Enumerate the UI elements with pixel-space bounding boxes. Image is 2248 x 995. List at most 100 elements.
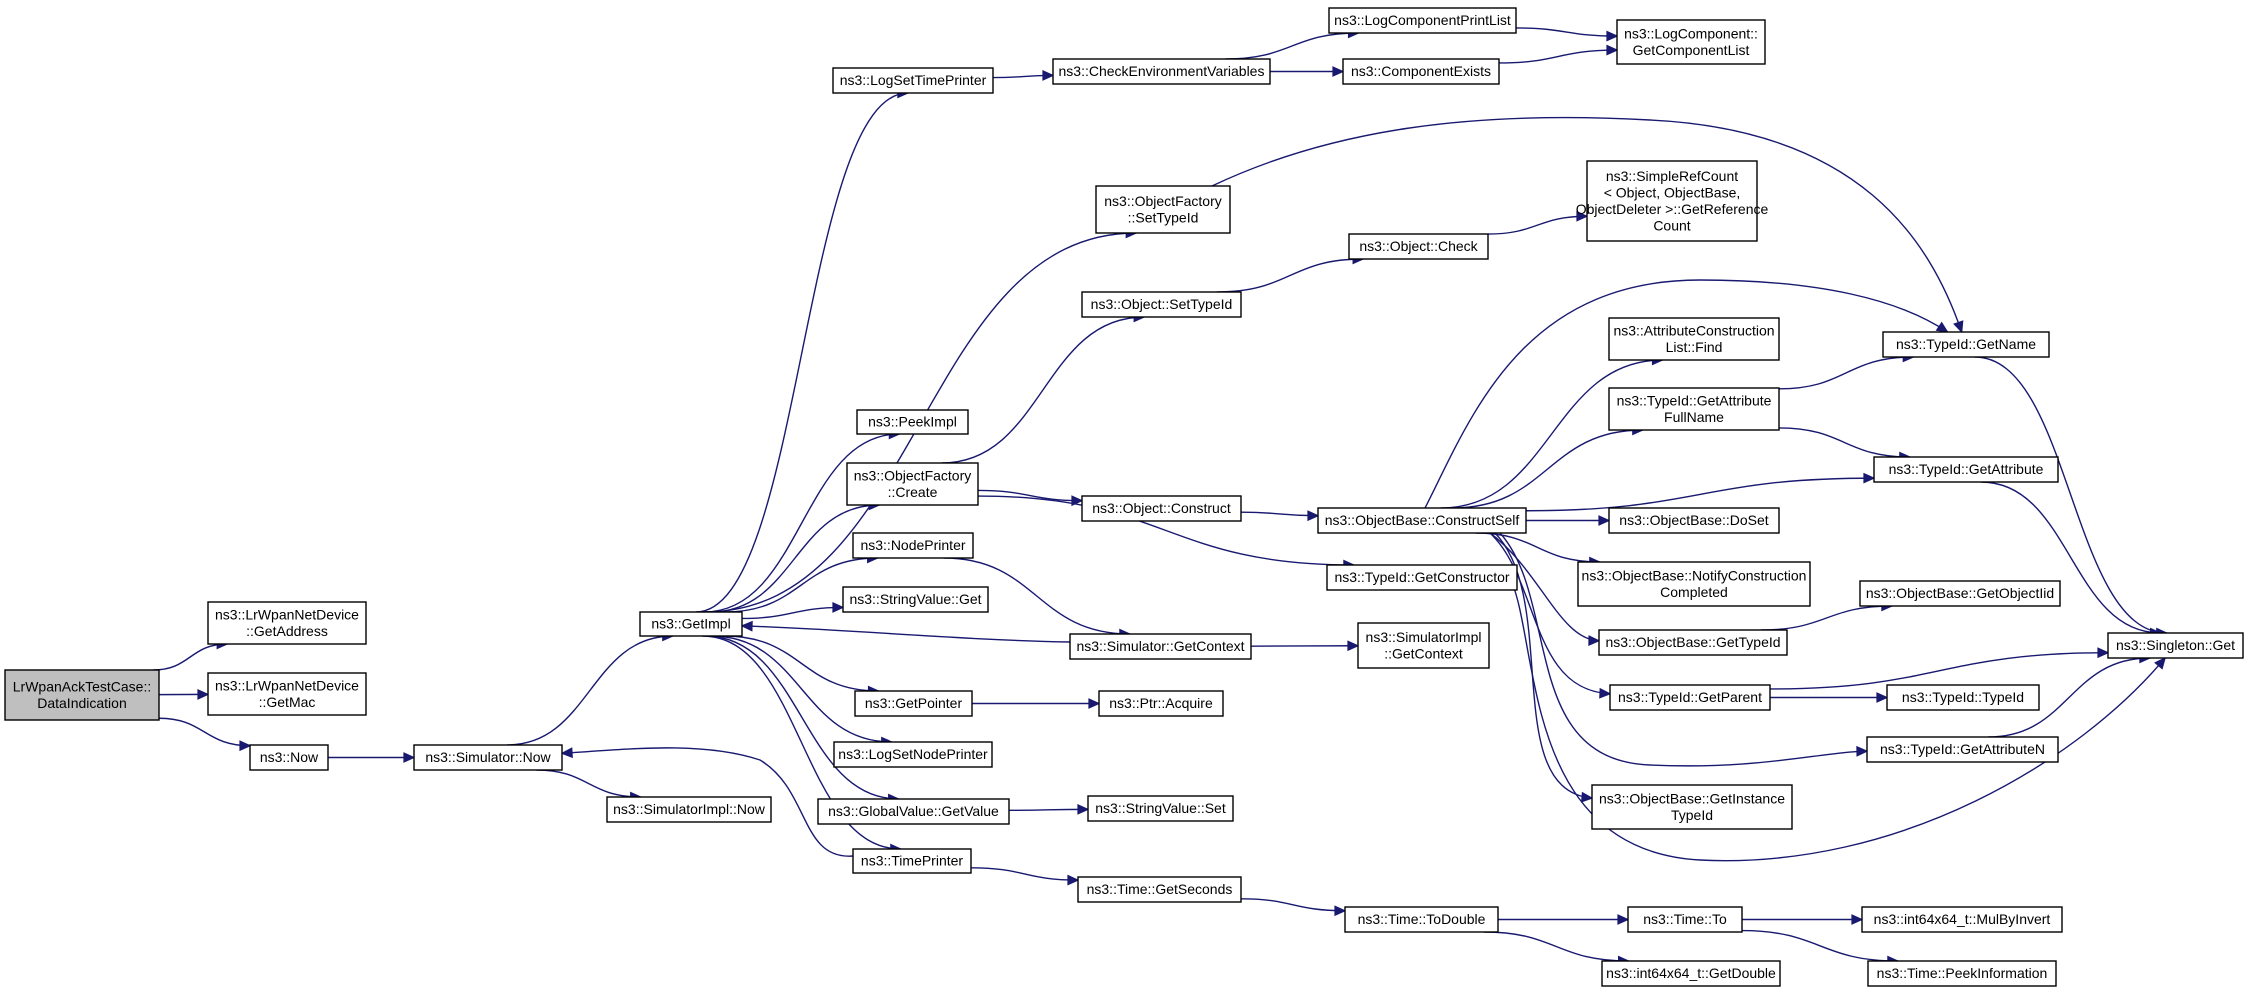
- node-tidgetattribute[interactable]: ns3::TypeId::GetAttribute: [1873, 456, 2059, 483]
- node-box[interactable]: [833, 741, 993, 768]
- node-box[interactable]: [249, 744, 329, 771]
- node-timetodouble[interactable]: ns3::Time::ToDouble: [1344, 906, 1499, 933]
- node-doset[interactable]: ns3::ObjectBase::DoSet: [1608, 507, 1780, 534]
- node-compexists[interactable]: ns3::ComponentExists: [1342, 58, 1500, 85]
- node-box[interactable]: [4, 669, 160, 721]
- node-objconstruct[interactable]: ns3::Object::Construct: [1081, 495, 1242, 522]
- node-box[interactable]: [1098, 690, 1224, 717]
- node-tidgetconstructor[interactable]: ns3::TypeId::GetConstructor: [1326, 564, 1518, 591]
- node-ptracquire[interactable]: ns3::Ptr::Acquire: [1098, 690, 1224, 717]
- node-getdouble[interactable]: ns3::int64x64_t::GetDouble: [1601, 960, 1781, 987]
- node-ofsettypeid[interactable]: ns3::ObjectFactory::SetTypeId: [1095, 185, 1231, 234]
- node-simimplnow[interactable]: ns3::SimulatorImpl::Now: [606, 796, 772, 823]
- node-objsettypeid[interactable]: ns3::Object::SetTypeId: [1081, 291, 1242, 318]
- node-box[interactable]: [1577, 561, 1811, 607]
- node-getmac[interactable]: ns3::LrWpanNetDevice::GetMac: [207, 672, 367, 716]
- node-logcompprintlist[interactable]: ns3::LogComponentPrintList: [1328, 7, 1517, 34]
- node-ofcreate[interactable]: ns3::ObjectFactory::Create: [846, 462, 979, 506]
- node-box[interactable]: [1859, 580, 2061, 607]
- node-box[interactable]: [1326, 564, 1518, 591]
- node-tidgetattributen[interactable]: ns3::TypeId::GetAttributeN: [1866, 736, 2059, 763]
- node-box[interactable]: [1069, 633, 1252, 660]
- node-obgettypeid[interactable]: ns3::ObjectBase::GetTypeId: [1598, 629, 1788, 656]
- node-simimplgetcontext[interactable]: ns3::SimulatorImpl::GetContext: [1357, 622, 1490, 669]
- node-box[interactable]: [1081, 291, 1242, 318]
- node-now[interactable]: ns3::Now: [249, 744, 329, 771]
- node-box[interactable]: [1608, 387, 1780, 431]
- node-box[interactable]: [852, 848, 972, 874]
- node-timeprinter[interactable]: ns3::TimePrinter: [852, 848, 972, 874]
- node-simnow[interactable]: ns3::Simulator::Now: [413, 744, 563, 771]
- node-box[interactable]: [1591, 784, 1793, 830]
- node-getpointer[interactable]: ns3::GetPointer: [854, 690, 973, 717]
- node-box[interactable]: [1357, 622, 1490, 669]
- node-box[interactable]: [852, 532, 974, 559]
- node-box[interactable]: [1598, 629, 1788, 656]
- node-box[interactable]: [1867, 960, 2057, 987]
- node-box[interactable]: [1344, 906, 1499, 933]
- node-box[interactable]: [1317, 507, 1527, 534]
- node-tidtypeid[interactable]: ns3::TypeId::TypeId: [1886, 684, 2040, 711]
- node-box[interactable]: [1087, 795, 1234, 822]
- node-box[interactable]: [1342, 58, 1500, 85]
- node-box[interactable]: [1586, 160, 1758, 242]
- node-getimpl[interactable]: ns3::GetImpl: [639, 611, 743, 637]
- node-logsetnodeprinter[interactable]: ns3::LogSetNodePrinter: [833, 741, 993, 768]
- node-box[interactable]: [639, 611, 743, 637]
- node-box[interactable]: [1077, 876, 1242, 903]
- node-getobjectiid[interactable]: ns3::ObjectBase::GetObjectIid: [1859, 580, 2061, 607]
- node-logsettimeprinter[interactable]: ns3::LogSetTimePrinter: [832, 67, 994, 94]
- node-box[interactable]: [1601, 960, 1781, 987]
- node-box[interactable]: [842, 586, 989, 613]
- node-box[interactable]: [606, 796, 772, 823]
- node-box[interactable]: [1861, 906, 2063, 933]
- node-box[interactable]: [1866, 736, 2059, 763]
- node-timeto[interactable]: ns3::Time::To: [1627, 906, 1743, 933]
- node-box[interactable]: [207, 672, 367, 716]
- node-peekinfo[interactable]: ns3::Time::PeekInformation: [1867, 960, 2057, 987]
- node-getaddress[interactable]: ns3::LrWpanNetDevice::GetAddress: [207, 601, 367, 645]
- node-box[interactable]: [1609, 684, 1771, 711]
- node-gvgetvalue[interactable]: ns3::GlobalValue::GetValue: [817, 798, 1010, 825]
- node-timegetseconds[interactable]: ns3::Time::GetSeconds: [1077, 876, 1242, 903]
- node-getcomplist[interactable]: ns3::LogComponent::GetComponentList: [1616, 19, 1766, 65]
- node-box[interactable]: [2107, 632, 2244, 659]
- node-box[interactable]: [1095, 185, 1231, 234]
- node-tidgetname[interactable]: ns3::TypeId::GetName: [1882, 331, 2050, 358]
- node-objcheck[interactable]: ns3::Object::Check: [1348, 233, 1489, 260]
- node-simplerefcount[interactable]: ns3::SimpleRefCount< Object, ObjectBase,…: [1576, 160, 1769, 242]
- node-box[interactable]: [832, 67, 994, 94]
- node-checkenv[interactable]: ns3::CheckEnvironmentVariables: [1052, 58, 1271, 85]
- node-box[interactable]: [1081, 495, 1242, 522]
- node-box[interactable]: [207, 601, 367, 645]
- node-mulbyinvert[interactable]: ns3::int64x64_t::MulByInvert: [1861, 906, 2063, 933]
- node-box[interactable]: [1886, 684, 2040, 711]
- node-tidgetparent[interactable]: ns3::TypeId::GetParent: [1609, 684, 1771, 711]
- node-box[interactable]: [817, 798, 1010, 825]
- node-stringvalueget[interactable]: ns3::StringValue::Get: [842, 586, 989, 613]
- node-box[interactable]: [1873, 456, 2059, 483]
- node-root[interactable]: LrWpanAckTestCase::DataIndication: [4, 669, 160, 721]
- node-box[interactable]: [1608, 507, 1780, 534]
- node-box[interactable]: [846, 462, 979, 506]
- node-singletonget[interactable]: ns3::Singleton::Get: [2107, 632, 2244, 659]
- node-constructself[interactable]: ns3::ObjectBase::ConstructSelf: [1317, 507, 1527, 534]
- node-nodeprinter[interactable]: ns3::NodePrinter: [852, 532, 974, 559]
- node-box[interactable]: [1616, 19, 1766, 65]
- node-box[interactable]: [1882, 331, 2050, 358]
- node-stringvalueset[interactable]: ns3::StringValue::Set: [1087, 795, 1234, 822]
- node-box[interactable]: [1052, 58, 1271, 85]
- node-box[interactable]: [1608, 317, 1780, 361]
- node-box[interactable]: [856, 409, 969, 435]
- node-peekimpl[interactable]: ns3::PeekImpl: [856, 409, 969, 435]
- node-box[interactable]: [1328, 7, 1517, 34]
- node-box[interactable]: [413, 744, 563, 771]
- node-simgetcontext[interactable]: ns3::Simulator::GetContext: [1069, 633, 1252, 660]
- node-box[interactable]: [1627, 906, 1743, 933]
- node-box[interactable]: [1348, 233, 1489, 260]
- node-notifyconst[interactable]: ns3::ObjectBase::NotifyConstructionCompl…: [1577, 561, 1811, 607]
- node-box[interactable]: [854, 690, 973, 717]
